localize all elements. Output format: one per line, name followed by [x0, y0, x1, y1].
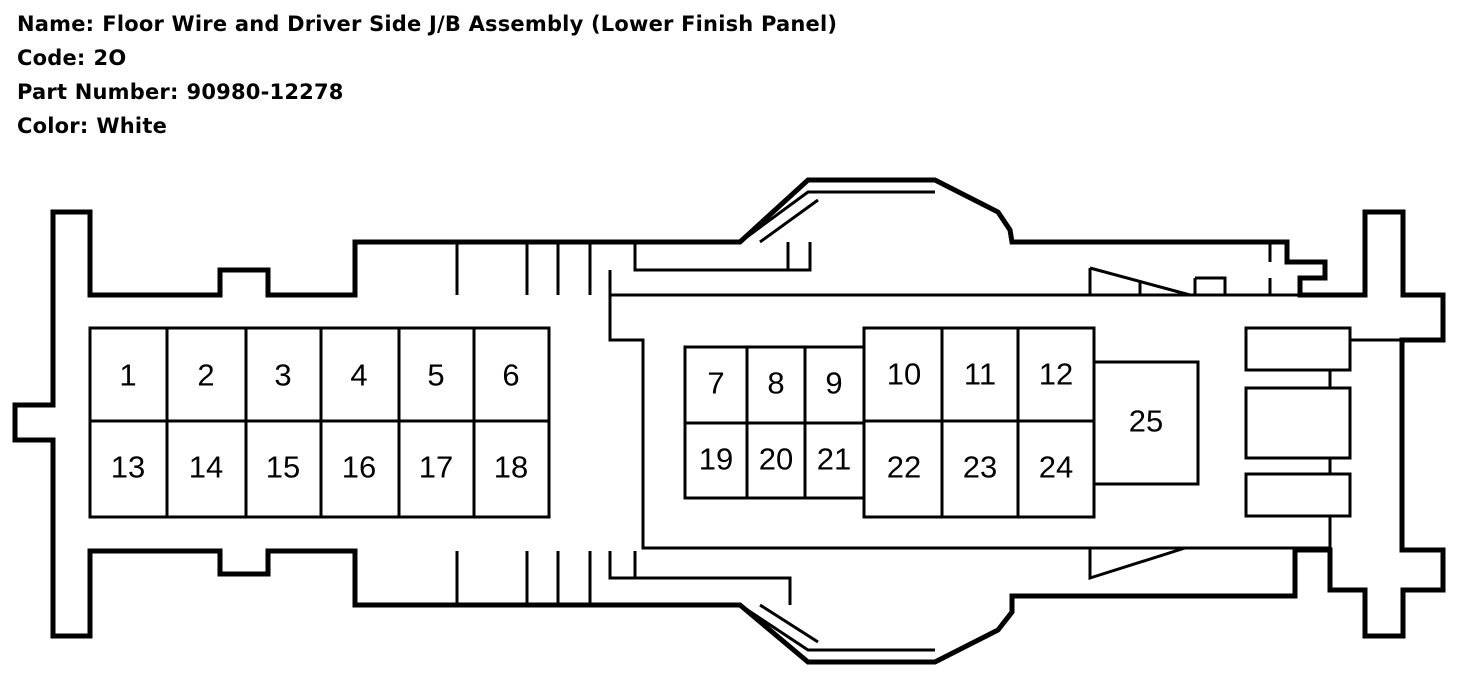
pin-label-8: 8: [767, 366, 784, 401]
pin-label-22: 22: [887, 450, 921, 485]
pin-cell-6: [472, 326, 551, 423]
right-pin-block: 10 11 12 22 23 24 25: [862, 326, 1200, 519]
code-line: Code: 2O: [17, 46, 126, 70]
pin-label-9: 9: [825, 366, 842, 401]
pin-label-5: 5: [427, 358, 444, 393]
pin-label-16: 16: [342, 450, 376, 485]
pin-label-10: 10: [887, 357, 921, 392]
pin-cell-8: [745, 345, 807, 425]
pin-label-17: 17: [419, 450, 453, 485]
pin-label-11: 11: [964, 357, 996, 392]
pin-cell-1: [88, 326, 169, 423]
pin-label-7: 7: [707, 366, 724, 401]
pin-label-4: 4: [350, 358, 367, 393]
pin-cell-18: [472, 419, 551, 519]
pin-label-19: 19: [699, 442, 733, 477]
pin-label-12: 12: [1039, 357, 1073, 392]
pin-cell-11: [940, 326, 1020, 423]
name-value: Floor Wire and Driver Side J/B Assembly …: [102, 12, 838, 36]
part-number-line: Part Number: 90980-12278: [17, 80, 344, 104]
pin-label-20: 20: [759, 442, 793, 477]
color-label: Color:: [17, 114, 89, 138]
pin-label-23: 23: [963, 450, 997, 485]
pin-label-25: 25: [1129, 404, 1163, 439]
name-line: Name: Floor Wire and Driver Side J/B Asse…: [17, 12, 837, 36]
color-line: Color: White: [17, 114, 167, 138]
pin-label-13: 13: [111, 450, 145, 485]
side-slot-top: [1244, 326, 1352, 372]
connector-housing-outline: [12, 177, 1446, 665]
top-ribs: [455, 190, 1272, 297]
part-number-value: 90980-12278: [186, 80, 344, 104]
pin-cell-17: [397, 419, 476, 519]
pin-label-3: 3: [274, 358, 291, 393]
name-label: Name:: [17, 12, 95, 36]
pin-cell-15: [244, 419, 323, 519]
side-slot-middle: [1244, 386, 1352, 460]
pin-label-21: 21: [817, 442, 851, 477]
pin-cell-16: [319, 419, 401, 519]
code-value: 2O: [93, 46, 127, 70]
pin-label-14: 14: [189, 450, 223, 485]
pin-cell-24: [1016, 419, 1096, 519]
pin-label-18: 18: [494, 450, 528, 485]
left-pin-block: 1 2 3 4 5 6 13 14 15 16 17 18: [88, 326, 551, 519]
pin-cell-25: [1092, 360, 1200, 486]
pin-label-2: 2: [197, 358, 214, 393]
pin-cell-22: [862, 419, 944, 519]
pin-label-15: 15: [266, 450, 300, 485]
color-value: White: [96, 114, 168, 138]
middle-pin-block: 7 8 9 19 20 21: [683, 345, 866, 500]
side-slot-bottom: [1244, 472, 1352, 518]
pin-label-6: 6: [502, 358, 519, 393]
bottom-ribs: [455, 546, 1297, 652]
pin-cell-21: [803, 421, 866, 500]
pin-cell-12: [1016, 326, 1096, 423]
pin-cell-5: [397, 326, 476, 423]
pin-label-24: 24: [1039, 450, 1073, 485]
pin-cell-4: [319, 326, 401, 423]
pin-label-1: 1: [119, 358, 136, 393]
code-label: Code:: [17, 46, 86, 70]
part-number-label: Part Number:: [17, 80, 179, 104]
